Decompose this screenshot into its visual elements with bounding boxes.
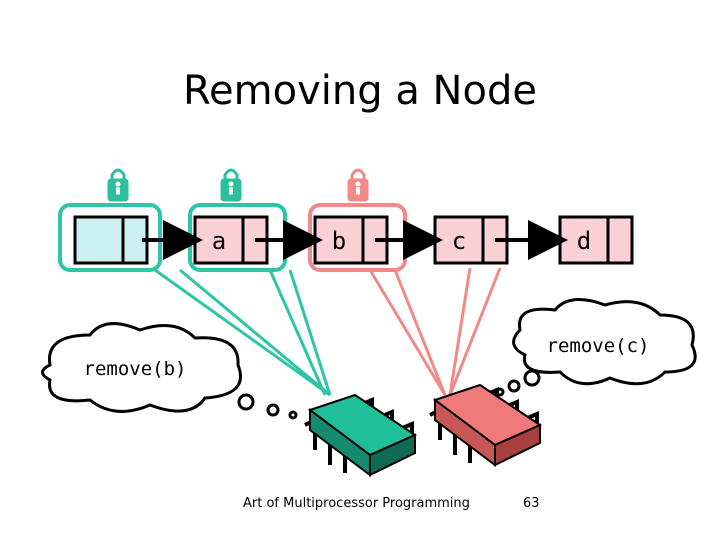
pink-thread-chip-icon — [429, 383, 543, 467]
node-label: b — [332, 227, 346, 255]
lock-icon — [346, 168, 370, 203]
node-label: d — [577, 227, 591, 255]
node-label: c — [452, 227, 466, 255]
thought-text-right: remove(c) — [547, 335, 650, 357]
list-node-head — [73, 215, 149, 265]
teal-thread-chip-icon — [304, 393, 418, 477]
list-node-c: c — [433, 215, 509, 265]
list-node-d: d — [558, 215, 634, 265]
head-lock-frame — [58, 203, 162, 272]
cables — [154, 267, 502, 397]
page-number: 63 — [523, 496, 540, 511]
node-label: a — [212, 227, 226, 255]
lock-icon — [219, 168, 243, 203]
thought-cloud-right: remove(c) — [495, 298, 697, 397]
footer-text: Art of Multiprocessor Programming — [243, 496, 470, 511]
lock-icon — [106, 168, 130, 203]
thought-text-left: remove(b) — [84, 358, 187, 380]
thought-cloud-left: remove(b) — [41, 322, 298, 420]
slide-title: Removing a Node — [183, 68, 537, 114]
